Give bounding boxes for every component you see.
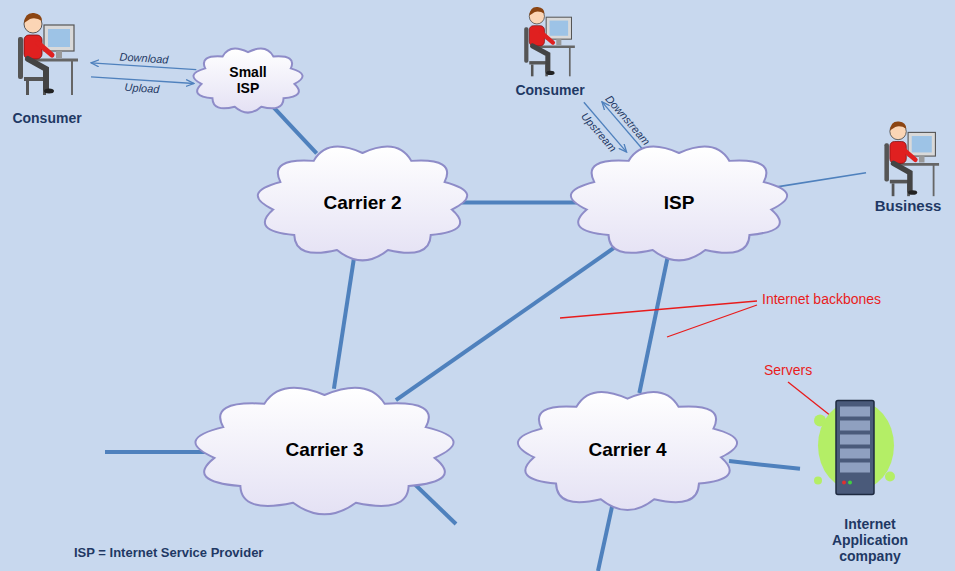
- network-cloud: Carrier 4: [515, 380, 740, 520]
- callout-label: Internet backbones: [762, 291, 881, 307]
- node-label: Consumer: [12, 110, 81, 126]
- cloud-shape: [193, 48, 302, 112]
- network-cloud: Carrier 2: [255, 135, 470, 270]
- backbone-link: [273, 107, 316, 153]
- cloud-shape: [518, 392, 737, 510]
- node-label: Carrier 2: [323, 192, 401, 214]
- edge-label: Upload: [124, 81, 160, 95]
- node-label: Business: [875, 197, 942, 214]
- footnote: ISP = Internet Service Provider: [74, 545, 263, 560]
- network-cloud: Small ISP: [192, 42, 304, 118]
- node-label: Carrier 4: [588, 439, 666, 461]
- backbone-link: [777, 173, 866, 187]
- backbone-link: [639, 258, 667, 393]
- edge-label: Download: [119, 51, 169, 66]
- business-icon: [884, 121, 939, 196]
- network-cloud: ISP: [568, 135, 790, 270]
- cloud-shape: [258, 147, 467, 261]
- endpoint-node: Consumer: [6, 6, 88, 128]
- endpoint-node: Business: [866, 116, 950, 216]
- network-cloud: Carrier 3: [192, 375, 457, 525]
- node-label: Consumer: [515, 82, 584, 98]
- node-label: Small ISP: [218, 64, 278, 96]
- consumer-icon: [524, 7, 575, 76]
- edge-label: Upstream: [579, 110, 619, 154]
- node-label: Internet Application company: [820, 516, 920, 564]
- backbone-link: [461, 201, 576, 205]
- backbone-link: [396, 246, 616, 400]
- endpoint-node: Internet Application company: [800, 386, 940, 567]
- server-icon: [814, 401, 895, 495]
- node-label: Carrier 3: [285, 439, 363, 461]
- node-label: ISP: [664, 192, 695, 214]
- backbone-link: [729, 461, 800, 469]
- cloud-shape: [195, 388, 453, 514]
- endpoint-node: Consumer: [500, 4, 600, 100]
- cloud-shape: [571, 147, 787, 261]
- backbone-link: [334, 258, 354, 389]
- consumer-icon: [18, 13, 78, 95]
- callout-label: Servers: [764, 362, 812, 378]
